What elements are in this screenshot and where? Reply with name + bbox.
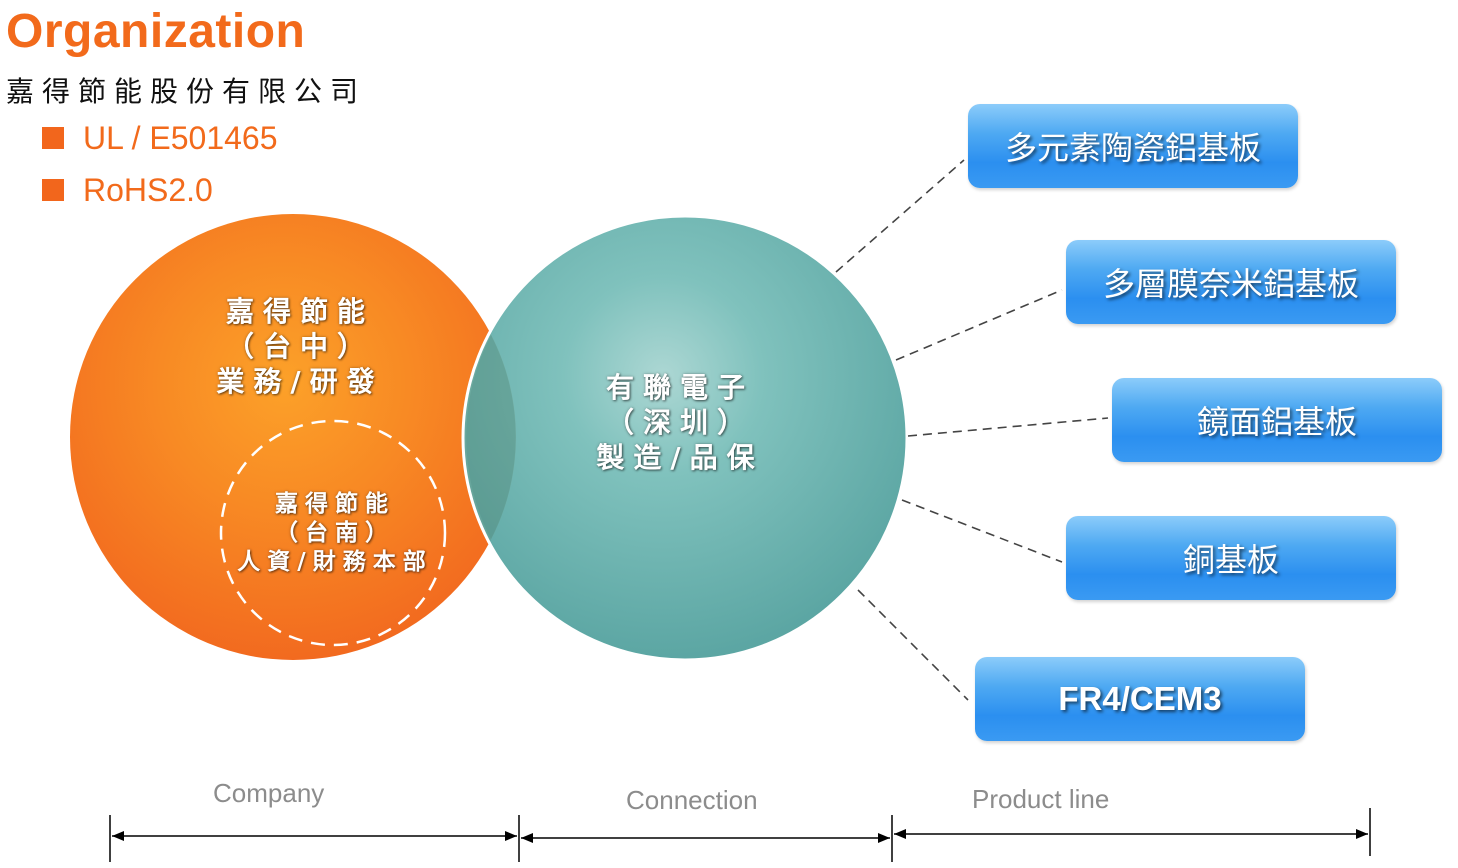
product-box: 多元素陶瓷鋁基板	[968, 104, 1298, 188]
shenzhen-line3: 製造/品保	[596, 441, 764, 474]
product-box: 多層膜奈米鋁基板	[1066, 240, 1396, 324]
certification-item: UL / E501465	[42, 118, 278, 158]
shenzhen-line2: （深圳）	[605, 406, 754, 439]
section-label-connection: Connection	[626, 785, 758, 815]
overlap-region	[466, 335, 516, 539]
tainan-line1: 嘉得節能	[275, 491, 395, 517]
connector-line	[907, 417, 1109, 437]
connector-line	[857, 589, 969, 701]
connector-line	[901, 499, 1063, 563]
tainan-line2: （台南）	[275, 520, 395, 546]
square-bullet-icon	[42, 179, 64, 201]
section-label-company: Company	[213, 778, 325, 808]
connector-line	[835, 159, 965, 273]
product-box: 鏡面鋁基板	[1112, 378, 1442, 462]
shenzhen-circle	[461, 214, 909, 662]
taichung-label: 嘉得節能 （台中） 業務/研發	[170, 294, 430, 399]
section-arrows	[112, 829, 1368, 843]
connector-line	[895, 289, 1063, 361]
section-label-product-line: Product line	[972, 784, 1110, 814]
tainan-dashed-circle	[219, 419, 447, 647]
square-bullet-icon	[42, 127, 64, 149]
taichung-circle	[70, 214, 516, 660]
company-name: 嘉得節能股份有限公司	[6, 75, 367, 108]
certification-label: UL / E501465	[83, 119, 278, 156]
shenzhen-line1: 有聯電子	[605, 371, 754, 404]
tainan-line3: 人資/財務本部	[237, 549, 433, 575]
product-connectors	[835, 159, 1109, 701]
taichung-line3: 業務/研發	[216, 365, 384, 398]
shenzhen-label: 有聯電子 （深圳） 製造/品保	[550, 370, 810, 475]
section-dividers	[109, 808, 1371, 862]
product-box: 銅基板	[1066, 516, 1396, 600]
taichung-line2: （台中）	[225, 330, 374, 363]
certification-item: RoHS2.0	[42, 170, 213, 210]
tainan-label: 嘉得節能 （台南） 人資/財務本部	[200, 490, 470, 577]
product-box: FR4/CEM3	[975, 657, 1305, 741]
certification-label: RoHS2.0	[83, 171, 213, 208]
taichung-line1: 嘉得節能	[225, 295, 374, 328]
page-title: Organization	[6, 5, 306, 58]
